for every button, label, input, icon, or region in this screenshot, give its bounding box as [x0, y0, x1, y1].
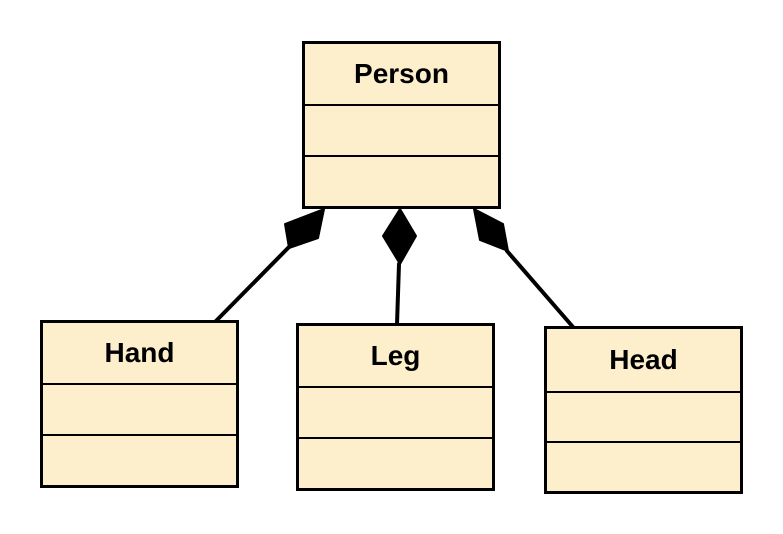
class-head-operations — [547, 443, 740, 491]
class-hand-attributes — [43, 385, 236, 436]
composition-head-line — [505, 249, 575, 329]
class-head-name: Head — [547, 329, 740, 393]
composition-leg-line — [395, 262, 401, 326]
class-person-attributes — [305, 106, 498, 157]
class-head[interactable]: Head — [544, 326, 743, 494]
class-hand[interactable]: Hand — [40, 320, 239, 488]
composition-leg — [382, 208, 417, 326]
class-hand-name: Hand — [43, 323, 236, 385]
class-head-attributes — [547, 393, 740, 443]
class-leg-attributes — [299, 388, 492, 439]
class-person-operations — [305, 157, 498, 206]
composition-hand-diamond — [284, 208, 325, 249]
composition-hand-line — [213, 245, 291, 324]
class-leg-operations — [299, 439, 492, 488]
composition-leg-diamond — [382, 208, 417, 265]
class-person-name: Person — [305, 44, 498, 106]
composition-hand — [213, 208, 325, 324]
class-hand-operations — [43, 436, 236, 485]
class-leg[interactable]: Leg — [296, 323, 495, 491]
class-person[interactable]: Person — [302, 41, 501, 209]
class-leg-name: Leg — [299, 326, 492, 388]
composition-head — [473, 208, 575, 329]
composition-head-diamond — [473, 208, 509, 252]
